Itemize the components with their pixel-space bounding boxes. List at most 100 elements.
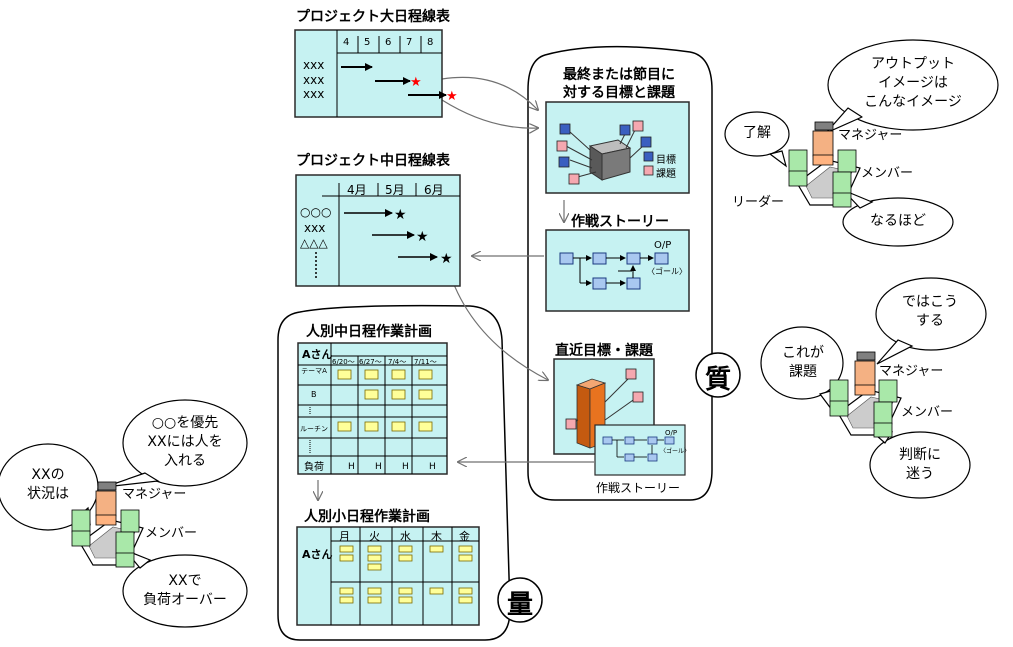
small-plan-day: 水 (400, 530, 411, 543)
large-month-label: 7 (406, 37, 413, 48)
goal-squares (556, 120, 652, 185)
legend-issue-swatch (643, 165, 654, 176)
near-goal-label: 〈ゴール〉 (660, 448, 691, 455)
load-mark: H (375, 462, 382, 472)
small-plan-title: 人別小日程作業計画 (304, 509, 430, 525)
load-mark: H (348, 462, 355, 472)
large-month-label: 5 (364, 37, 371, 48)
red-star-icon: ★ (410, 75, 422, 90)
small-plan-day: 火 (369, 530, 380, 543)
small-plan-task-bars (339, 545, 473, 604)
arrow-large-to-goal-2 (441, 99, 538, 128)
people-group-top-right (788, 121, 861, 208)
red-star-icon: ★ (446, 89, 458, 104)
goal-label: 〈ゴール〉 (647, 267, 687, 276)
mid-schedule-title: プロジェクト中日程線表 (296, 153, 450, 169)
goal-title-line2: 対する目標と課題 (563, 85, 675, 101)
goal-title-line1: 最終または節目に (563, 67, 675, 83)
mid-plan-week: 6/20～ (332, 358, 355, 366)
bubble-bl-member (122, 554, 248, 628)
bubble-tr-leader-text: 了解 (743, 125, 771, 141)
near-story-caption: 作戦ストーリー (596, 481, 681, 495)
bubble-bl-member-text: XXで 負荷オーバー (143, 573, 227, 608)
bubble-tr-member (842, 197, 954, 247)
bubble-tr-manager-text: アウトプット イメージは こんなイメージ (864, 56, 962, 110)
bubble-tr-leader (724, 111, 790, 157)
mid-row-label: ○○○ (300, 205, 332, 219)
quantity-label: 量 (506, 590, 533, 620)
cube-icon (588, 139, 632, 181)
quality-circle (695, 352, 741, 398)
op-label: O/P (654, 240, 672, 251)
bubble-bl-manager (122, 399, 248, 487)
load-mark: H (429, 462, 436, 472)
large-schedule-title: プロジェクト大日程線表 (296, 9, 450, 25)
mid-month-label: 5月 (385, 183, 405, 197)
bubble-mr-manager-text: ではこう する (902, 294, 958, 329)
quality-container (527, 45, 713, 501)
role-member: メンバー (901, 405, 954, 420)
bubble-mr-member (869, 431, 971, 499)
bubble-mr-leader (760, 326, 844, 400)
large-schedule-panel (294, 29, 443, 118)
small-plan-person: Aさん (302, 548, 333, 561)
near-goal-title: 直近目標・課題 (555, 343, 653, 359)
star-icon: ★ (416, 229, 429, 245)
arrow-large-to-goal (441, 76, 538, 110)
mid-plan-row-label: テーマA (301, 367, 327, 375)
small-plan-day: 金 (459, 530, 470, 543)
large-row-label: xxx (303, 87, 325, 101)
mid-plan-row-label: ルーチン (300, 425, 328, 433)
role-manager: マネジャー (838, 128, 903, 143)
large-schedule-month-lines (357, 36, 422, 53)
story-panel (545, 229, 690, 312)
people-group-mid-right (829, 351, 902, 438)
mid-plan-row-label: 負荷 (304, 462, 324, 473)
mid-plan-week: 6/27～ (359, 358, 382, 366)
bubble-mr-member-text: 判断に 迷う (899, 447, 941, 482)
role-manager: マネジャー (122, 487, 187, 502)
story-title: 作戦ストーリー (571, 214, 669, 230)
role-manager: マネジャー (879, 364, 944, 379)
load-mark: H (402, 462, 409, 472)
mid-month-label: 6月 (424, 183, 444, 197)
mid-month-label: 4月 (347, 183, 367, 197)
mid-plan-week: 7/11～ (414, 358, 437, 366)
quantity-container (277, 304, 511, 641)
quantity-circle (497, 577, 543, 623)
near-op-label: O/P (665, 429, 678, 437)
role-member: メンバー (861, 166, 914, 181)
star-icon: ★ (394, 207, 407, 223)
large-row-label: xxx (303, 58, 325, 72)
bubble-bl-manager-text: ○○を優先 XXには人を 入れる (147, 415, 223, 469)
small-plan-day: 月 (339, 530, 350, 543)
mid-plan-title: 人別中日程作業計画 (306, 324, 432, 340)
large-month-label: 8 (427, 37, 434, 48)
bubble-tr-manager (827, 39, 999, 131)
large-row-label: xxx (303, 73, 325, 87)
mid-plan-row-label: B (311, 390, 317, 399)
bubble-tr-member-text: なるほど (870, 213, 926, 229)
legend-goal-label: 目標 (656, 155, 676, 166)
quality-label: 質 (704, 365, 731, 395)
role-leader: リーダー (732, 195, 785, 210)
large-month-label: 6 (385, 37, 392, 48)
mid-row-label: xxx (304, 221, 326, 235)
bubble-bl-leader-text: XXの 状況は (27, 467, 69, 502)
mid-plan-week: 7/4～ (388, 358, 407, 366)
near-story-panel (594, 424, 686, 476)
mid-row-label: △△△ (300, 236, 328, 250)
small-plan-day: 木 (431, 530, 442, 543)
mid-plan-task-bars (337, 369, 433, 432)
star-icon: ★ (440, 251, 453, 267)
bubble-mr-manager (875, 277, 987, 351)
small-plan-table (296, 526, 480, 626)
legend-goal-swatch (643, 151, 654, 162)
large-month-label: 4 (343, 37, 350, 48)
people-group-bottom-left (71, 481, 144, 568)
legend-issue-label: 課題 (656, 169, 676, 180)
bubble-mr-leader-text: これが 課題 (782, 345, 824, 380)
role-member: メンバー (145, 526, 198, 541)
